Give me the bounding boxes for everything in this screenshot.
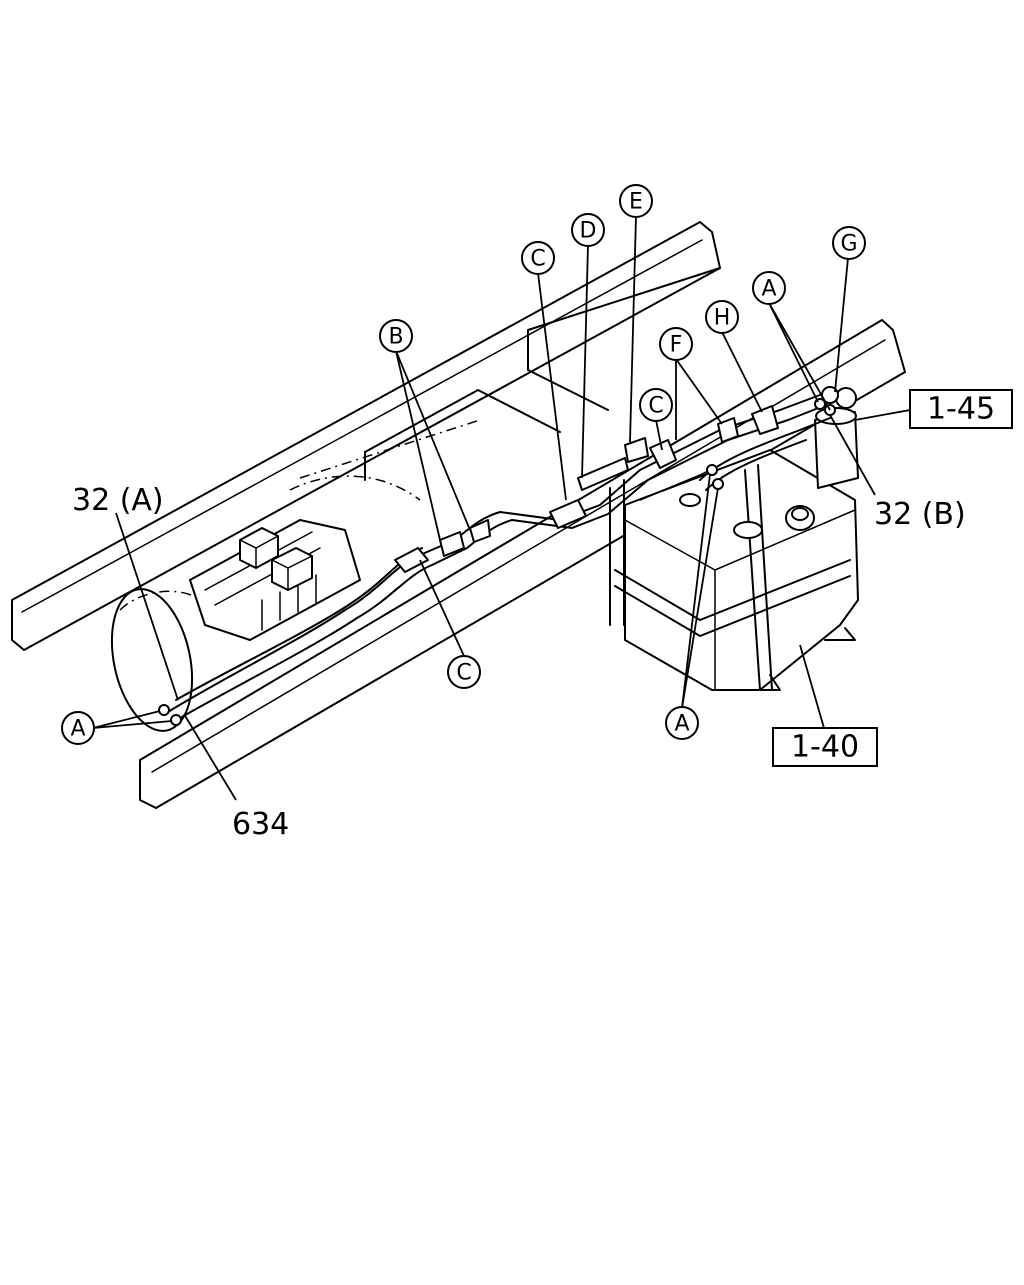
callout-c-mid: C <box>639 388 673 422</box>
svg-text:1-45: 1-45 <box>927 392 995 427</box>
ref-box-1-45: 1-45 <box>909 389 1013 429</box>
callout-d: D <box>571 213 605 247</box>
svg-text:C: C <box>530 247 545 272</box>
callout-a-top-right: A <box>752 271 786 305</box>
part-label-32b: 32 (B) <box>874 497 966 532</box>
callout-c-top: C <box>521 241 555 275</box>
leader-lines <box>92 215 911 801</box>
svg-text:B: B <box>388 325 403 350</box>
callout-g: G <box>832 226 866 260</box>
svg-text:C: C <box>456 661 471 686</box>
part-label-32a: 32 (A) <box>72 483 164 518</box>
svg-text:E: E <box>629 190 643 215</box>
svg-text:G: G <box>840 232 857 257</box>
svg-text:C: C <box>648 394 663 419</box>
callout-e: E <box>619 184 653 218</box>
callout-f: F <box>659 327 693 361</box>
transmission <box>110 419 481 732</box>
svg-text:D: D <box>580 219 597 244</box>
svg-text:F: F <box>670 333 683 358</box>
callout-a-bottom-right: A <box>665 706 699 740</box>
callout-h: H <box>705 300 739 334</box>
svg-text:A: A <box>761 277 776 302</box>
fuel-pipes <box>158 394 836 726</box>
callout-c-bottom: C <box>447 655 481 689</box>
part-label-634: 634 <box>232 807 289 842</box>
fuel-tank <box>609 449 859 691</box>
callout-b: B <box>379 319 413 353</box>
svg-text:H: H <box>714 306 731 331</box>
svg-text:A: A <box>70 717 85 742</box>
svg-text:A: A <box>674 712 689 737</box>
fuel-filter <box>814 386 859 489</box>
callout-a-left: A <box>61 711 95 745</box>
ref-box-1-40: 1-40 <box>772 727 878 767</box>
svg-text:1-40: 1-40 <box>791 730 859 765</box>
